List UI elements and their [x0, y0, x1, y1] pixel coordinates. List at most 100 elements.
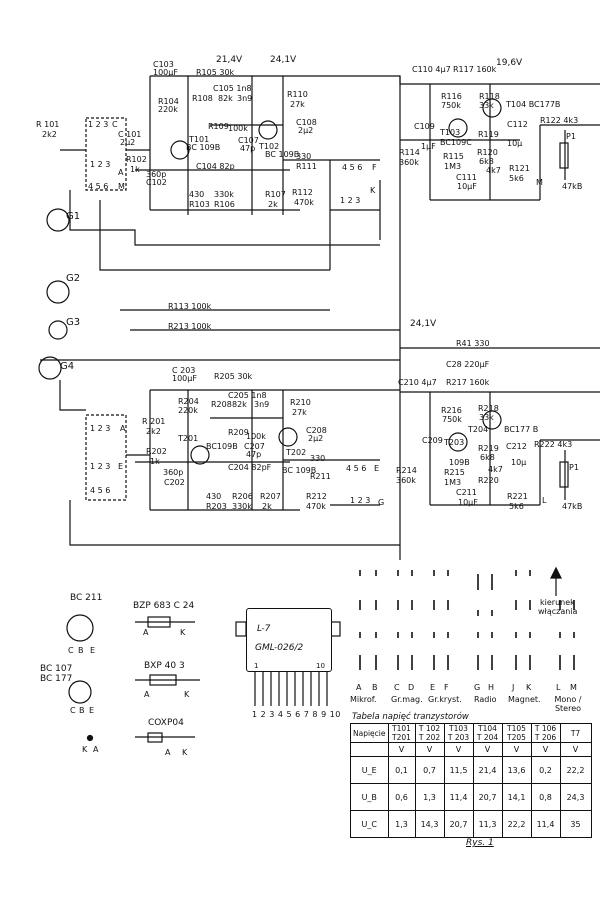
- label-r207: R207: [260, 492, 281, 501]
- label-t204-type: BC177 B: [504, 425, 539, 434]
- label-t201-type: BC109B: [206, 442, 238, 451]
- label-r210-value: 27k: [292, 408, 307, 417]
- table-cell: 11,3: [472, 810, 503, 838]
- label-r103: R103: [189, 200, 210, 209]
- label-r214-value: 360k: [396, 476, 416, 485]
- switch-letter-b: B: [372, 683, 378, 692]
- table-unit: V: [530, 742, 561, 757]
- label-r41: R41 330: [456, 339, 490, 348]
- label-r121-value: 5k6: [509, 174, 524, 183]
- voltage-19-6: 19,6V: [496, 58, 523, 68]
- label-r109-value: 100k: [228, 124, 248, 133]
- label-t104: T104 BC177B: [506, 100, 561, 109]
- direction-label-2: włączania: [538, 607, 578, 616]
- switch-contacts: [359, 570, 575, 670]
- switch-pin-k: K: [370, 186, 376, 195]
- label-r111: R111: [296, 162, 317, 171]
- label-c212: C212: [506, 442, 527, 451]
- switch-mode-grmag: Gr.mag.: [391, 695, 423, 704]
- label-r222: R222 4k3: [534, 440, 573, 449]
- table-cell: 13,6: [501, 756, 532, 784]
- table-cell: 0,7: [414, 756, 445, 784]
- label-r215: R215: [444, 468, 465, 477]
- label-c112-value: 10μ: [507, 139, 523, 148]
- label-r220: R220: [478, 476, 499, 485]
- label-r111-value: 330: [296, 152, 312, 161]
- label-r211-value: 330: [310, 454, 326, 463]
- label-bc211: BC 211: [70, 593, 103, 603]
- switch-pin-f: F: [372, 163, 377, 172]
- label-r101: R 101: [36, 120, 60, 129]
- row-label: U_B: [350, 783, 389, 811]
- pin-k-coxp: K: [182, 748, 188, 757]
- label-t103: T103: [440, 128, 461, 137]
- label-t101: T101: [189, 135, 210, 144]
- table-cell: 21,4: [472, 756, 503, 784]
- label-c112: C112: [507, 120, 528, 129]
- switch-letter-h: H: [488, 683, 495, 692]
- ic-pin-first: 1: [254, 662, 259, 670]
- switch-letter-e: E: [430, 683, 436, 692]
- label-c209: C209: [422, 436, 443, 445]
- switch-letter-k: K: [526, 683, 532, 692]
- table-unit: V: [501, 742, 532, 757]
- switch-letter-l: L: [556, 683, 561, 692]
- label-r210: R210: [290, 398, 311, 407]
- label-r219: R219: [478, 444, 499, 453]
- label-t201: T201: [178, 434, 199, 443]
- pin-c-2: C: [70, 706, 76, 715]
- label-c208: C208: [306, 426, 327, 435]
- row-label: U_E: [350, 756, 389, 784]
- pin-a-1: A: [93, 745, 99, 754]
- figure-label: Rys. 1: [466, 838, 494, 848]
- label-r118: R118: [479, 92, 500, 101]
- pin-e-2: E: [89, 706, 95, 715]
- label-r114-value: 360k: [399, 158, 419, 167]
- label-c210: C210 4μ7: [398, 378, 437, 387]
- label-c107-value: 47p: [240, 144, 256, 153]
- label-r112-value: 470k: [294, 198, 314, 207]
- label-c108: C108: [296, 118, 317, 127]
- label-t101-type: BC 109B: [186, 143, 221, 152]
- switch-mode-radio: Radio: [474, 695, 497, 704]
- schematic-wiring: [38, 75, 600, 743]
- label-r201: R 201: [142, 417, 166, 426]
- switch-pins-123-bot: 1 2 3: [90, 424, 111, 433]
- label-c108-value: 2μ2: [298, 126, 314, 135]
- switch-mode-mikrof: Mikrof.: [350, 695, 377, 704]
- label-c110: C110 4μ7: [412, 65, 451, 74]
- label-c211: C211: [456, 488, 477, 497]
- switch-pins-123-mid: 1 2 3: [90, 160, 111, 169]
- row-label: U_C: [350, 810, 389, 838]
- label-c205: C205 1n8: [228, 391, 267, 400]
- pin-a-bzp: A: [143, 628, 149, 637]
- label-r209: R209: [228, 428, 249, 437]
- label-r106-value: 330k: [214, 190, 234, 199]
- label-c203-value: 100μF: [172, 374, 197, 383]
- table-cell: 20,7: [472, 783, 503, 811]
- switch-mode-mono-stereo: Mono / Stereo: [554, 695, 582, 713]
- label-r213: R213 100k: [168, 322, 212, 331]
- ic-pin-numbers: 1 2 3 4 5 6 7 8 9 10: [252, 710, 341, 719]
- label-r206: R206: [232, 492, 253, 501]
- table-unit: V: [472, 742, 503, 757]
- table-cell: 1,3: [387, 810, 416, 838]
- label-r113: R113 100k: [168, 302, 212, 311]
- connector-g4: G4: [60, 361, 75, 372]
- label-r106: R106: [214, 200, 235, 209]
- table-cell: 11,4: [530, 810, 561, 838]
- switch-letter-j: J: [512, 683, 515, 692]
- table-unit: V: [443, 742, 474, 757]
- switch-letter-a: A: [356, 683, 362, 692]
- connector-g3: G3: [66, 317, 81, 328]
- label-r115: R115: [443, 152, 464, 161]
- label-c101: C 101: [118, 130, 142, 139]
- voltage-24-1-top: 24,1V: [270, 55, 297, 65]
- label-c107: C107: [238, 136, 259, 145]
- table-cell: 0,8: [530, 783, 561, 811]
- label-4k7-top: 4k7: [486, 166, 501, 175]
- label-bzp: BZP 683 C 24: [133, 601, 195, 611]
- label-r216-value: 750k: [442, 415, 462, 424]
- table-cell: 20,7: [443, 810, 474, 838]
